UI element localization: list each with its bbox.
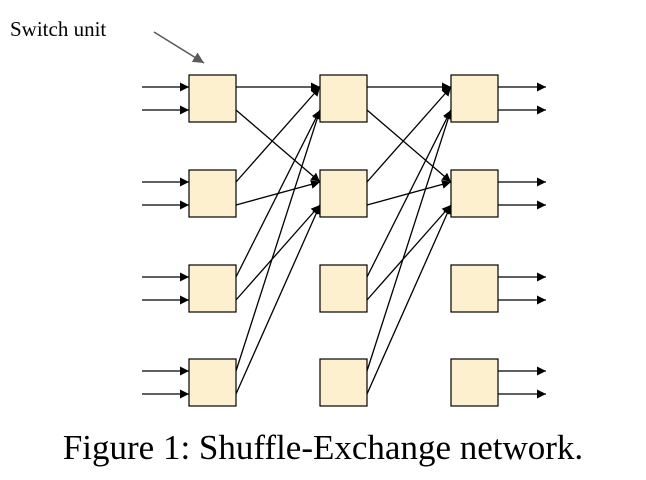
switch-unit xyxy=(188,358,237,407)
shuffle-link xyxy=(235,204,321,395)
shuffle-link xyxy=(366,86,452,183)
shuffle-link xyxy=(235,204,321,301)
switch-unit-label: Switch unit xyxy=(10,17,107,41)
switch-unit xyxy=(450,74,499,123)
io-arrows-layer xyxy=(142,82,546,399)
shuffle-link xyxy=(366,109,453,372)
switch-unit xyxy=(450,169,499,218)
switch-unit xyxy=(450,358,499,407)
switch-unit xyxy=(319,264,368,313)
switch-unit xyxy=(188,264,237,313)
switch-unit xyxy=(188,169,237,218)
shuffle-exchange-diagram xyxy=(142,31,546,407)
annotation-arrow xyxy=(153,31,205,64)
switch-unit xyxy=(450,264,499,313)
switch-unit xyxy=(319,74,368,123)
switch-unit xyxy=(319,169,368,218)
shuffle-link xyxy=(235,109,321,278)
shuffle-link xyxy=(235,109,322,372)
switch-unit xyxy=(319,358,368,407)
switch-unit xyxy=(188,74,237,123)
shuffle-link xyxy=(366,204,452,395)
shuffle-link xyxy=(366,109,452,183)
switches-layer xyxy=(188,74,499,407)
shuffle-link xyxy=(366,109,452,278)
links-layer xyxy=(235,82,453,395)
shuffle-link xyxy=(235,109,321,183)
figure-caption: Figure 1: Shuffle-Exchange network. xyxy=(62,428,584,467)
shuffle-link xyxy=(235,86,321,183)
shuffle-link xyxy=(366,204,452,301)
